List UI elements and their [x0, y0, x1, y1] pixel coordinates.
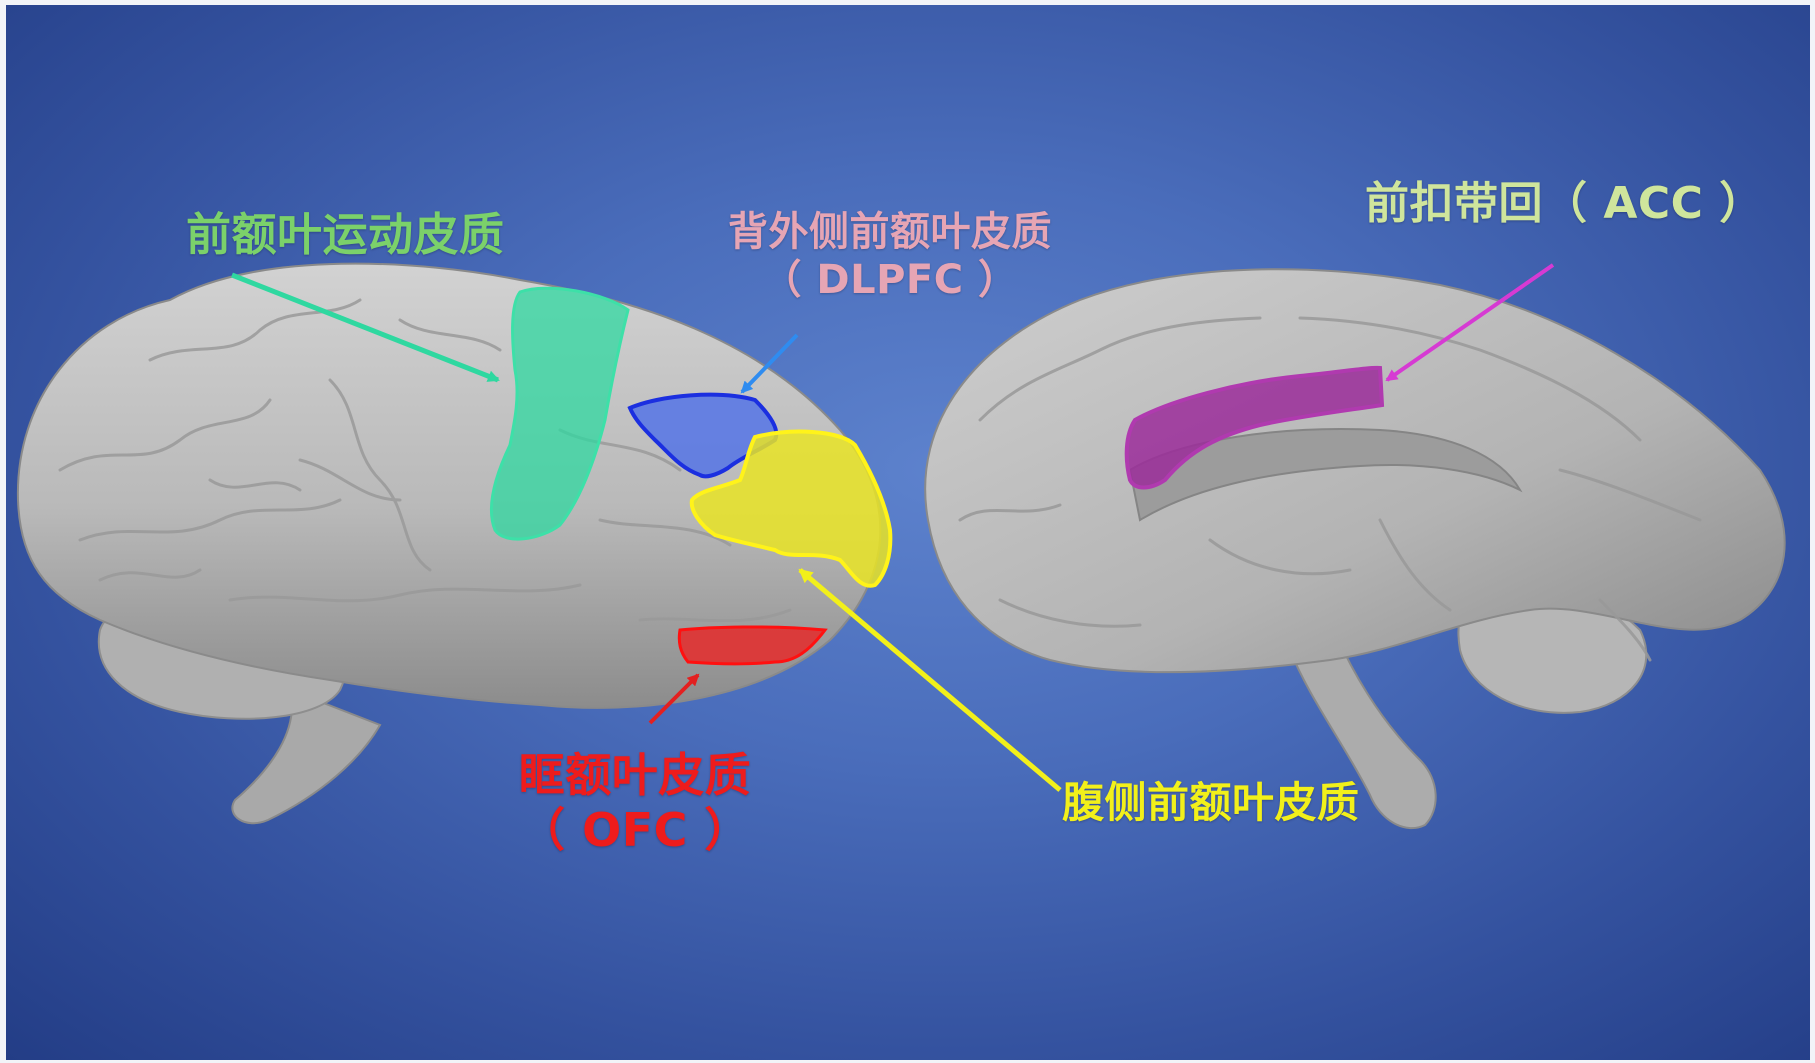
vlpfc-label: 腹侧前额叶皮质: [1062, 778, 1360, 828]
medial-cerebrum: [925, 269, 1785, 672]
ofc-label-line2: （ OFC ）: [470, 803, 800, 858]
acc-label-text: 前扣带回（ ACC ）: [1365, 178, 1764, 229]
dlpfc-label-line1: 背外侧前额叶皮质: [700, 208, 1080, 256]
premotor-cortex-text: 前额叶运动皮质: [186, 208, 505, 261]
premotor-cortex-label: 前额叶运动皮质: [186, 208, 505, 262]
ofc-label-line1: 眶额叶皮质: [470, 748, 800, 803]
vlpfc-label-text: 腹侧前额叶皮质: [1062, 778, 1360, 827]
ofc-label: 眶额叶皮质 （ OFC ）: [470, 748, 800, 858]
medial-brain: [925, 269, 1785, 828]
dlpfc-label-line2: （ DLPFC ）: [700, 256, 1080, 304]
acc-label: 前扣带回（ ACC ）: [1365, 178, 1764, 231]
dlpfc-label: 背外侧前额叶皮质 （ DLPFC ）: [700, 208, 1080, 304]
